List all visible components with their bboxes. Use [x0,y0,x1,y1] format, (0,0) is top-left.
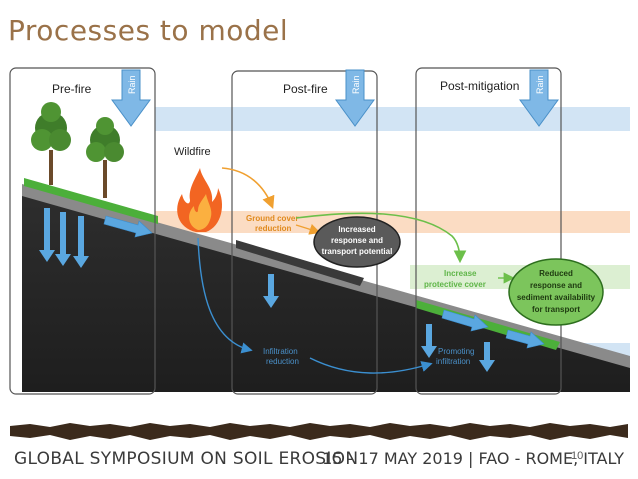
runoff-arrow-pre-fire [103,215,153,238]
groundcover-to-response-arrow [295,224,321,235]
svg-text:sediment availability: sediment availability [517,293,596,302]
promoting-infiltration-label-2: infiltration [436,357,470,366]
panel-title-post-fire: Post-fire [283,82,328,96]
svg-text:for transport: for transport [532,305,580,314]
panel-post-mitigation [415,67,562,395]
rain-arrow-post-fire: Rain [335,69,375,127]
prefire-grass [24,178,158,224]
infiltration-to-promoting-curve [309,357,433,374]
infiltration-arrows-pre-fire [39,208,89,268]
increased-response-callout: Increased response and transport potenti… [313,216,401,268]
svg-text:response and: response and [331,236,383,245]
svg-text:Reduced: Reduced [539,269,573,278]
svg-text:Increased: Increased [338,225,375,234]
panel-pre-fire [9,67,156,395]
postfire-debris [236,240,364,286]
runoff-arrow-mitigation-1 [441,309,489,332]
infiltration-reduction-label-1: Infiltration [263,347,298,356]
ground-cover-label-1: Ground cover [246,214,298,223]
tree-left [31,102,71,185]
page-number: 10 [571,450,584,462]
ground-cover-label-2: reduction [255,224,292,233]
rain-band [155,107,630,131]
rain-arrow-pre-fire: Rain [111,69,151,127]
rain-arrow-post-mitigation: Rain [519,69,559,127]
reduced-response-callout: Reduced response and sediment availabili… [508,258,604,326]
svg-text:Rain: Rain [351,75,361,94]
increase-cover-label-1: Increase [444,269,477,278]
footer-dates-location: 15 - 17 MAY 2019 | FAO - ROME, ITALY [322,449,624,468]
soil-strip-divider [10,423,628,440]
panel-title-post-mitigation: Post-mitigation [440,79,519,93]
wildfire-to-groundcover-arrow [221,167,275,209]
slide-title: Processes to model [8,14,289,47]
groundcover-to-protective-arrow [295,212,467,264]
svg-text:transport potential: transport potential [322,247,393,256]
fire-to-infiltration-curve [197,237,253,354]
infiltration-reduction-label-2: reduction [266,357,299,366]
erosion-process-diagram: Pre-fire Post-fire Post-mitigation Rain … [9,67,630,395]
footer-symposium-name: GLOBAL SYMPOSIUM ON SOIL EROSION [14,449,359,469]
runoff-arrow-mitigation-2 [505,329,545,349]
tree-right [86,117,124,198]
svg-text:Rain: Rain [127,75,137,94]
panel-title-pre-fire: Pre-fire [52,82,92,96]
promoting-infiltration-label-1: Promoting [438,347,474,356]
infiltration-arrows-post-mitigation [421,324,495,372]
increase-cover-label-2: protective cover [424,280,486,289]
svg-text:Rain: Rain [535,75,545,94]
ground-cover-band [155,211,630,233]
fire-icon [177,168,222,232]
svg-text:response and: response and [530,281,582,290]
soil-slope [22,190,630,392]
wildfire-label: Wildfire [174,146,211,158]
infiltration-arrow-post-fire [263,274,279,308]
